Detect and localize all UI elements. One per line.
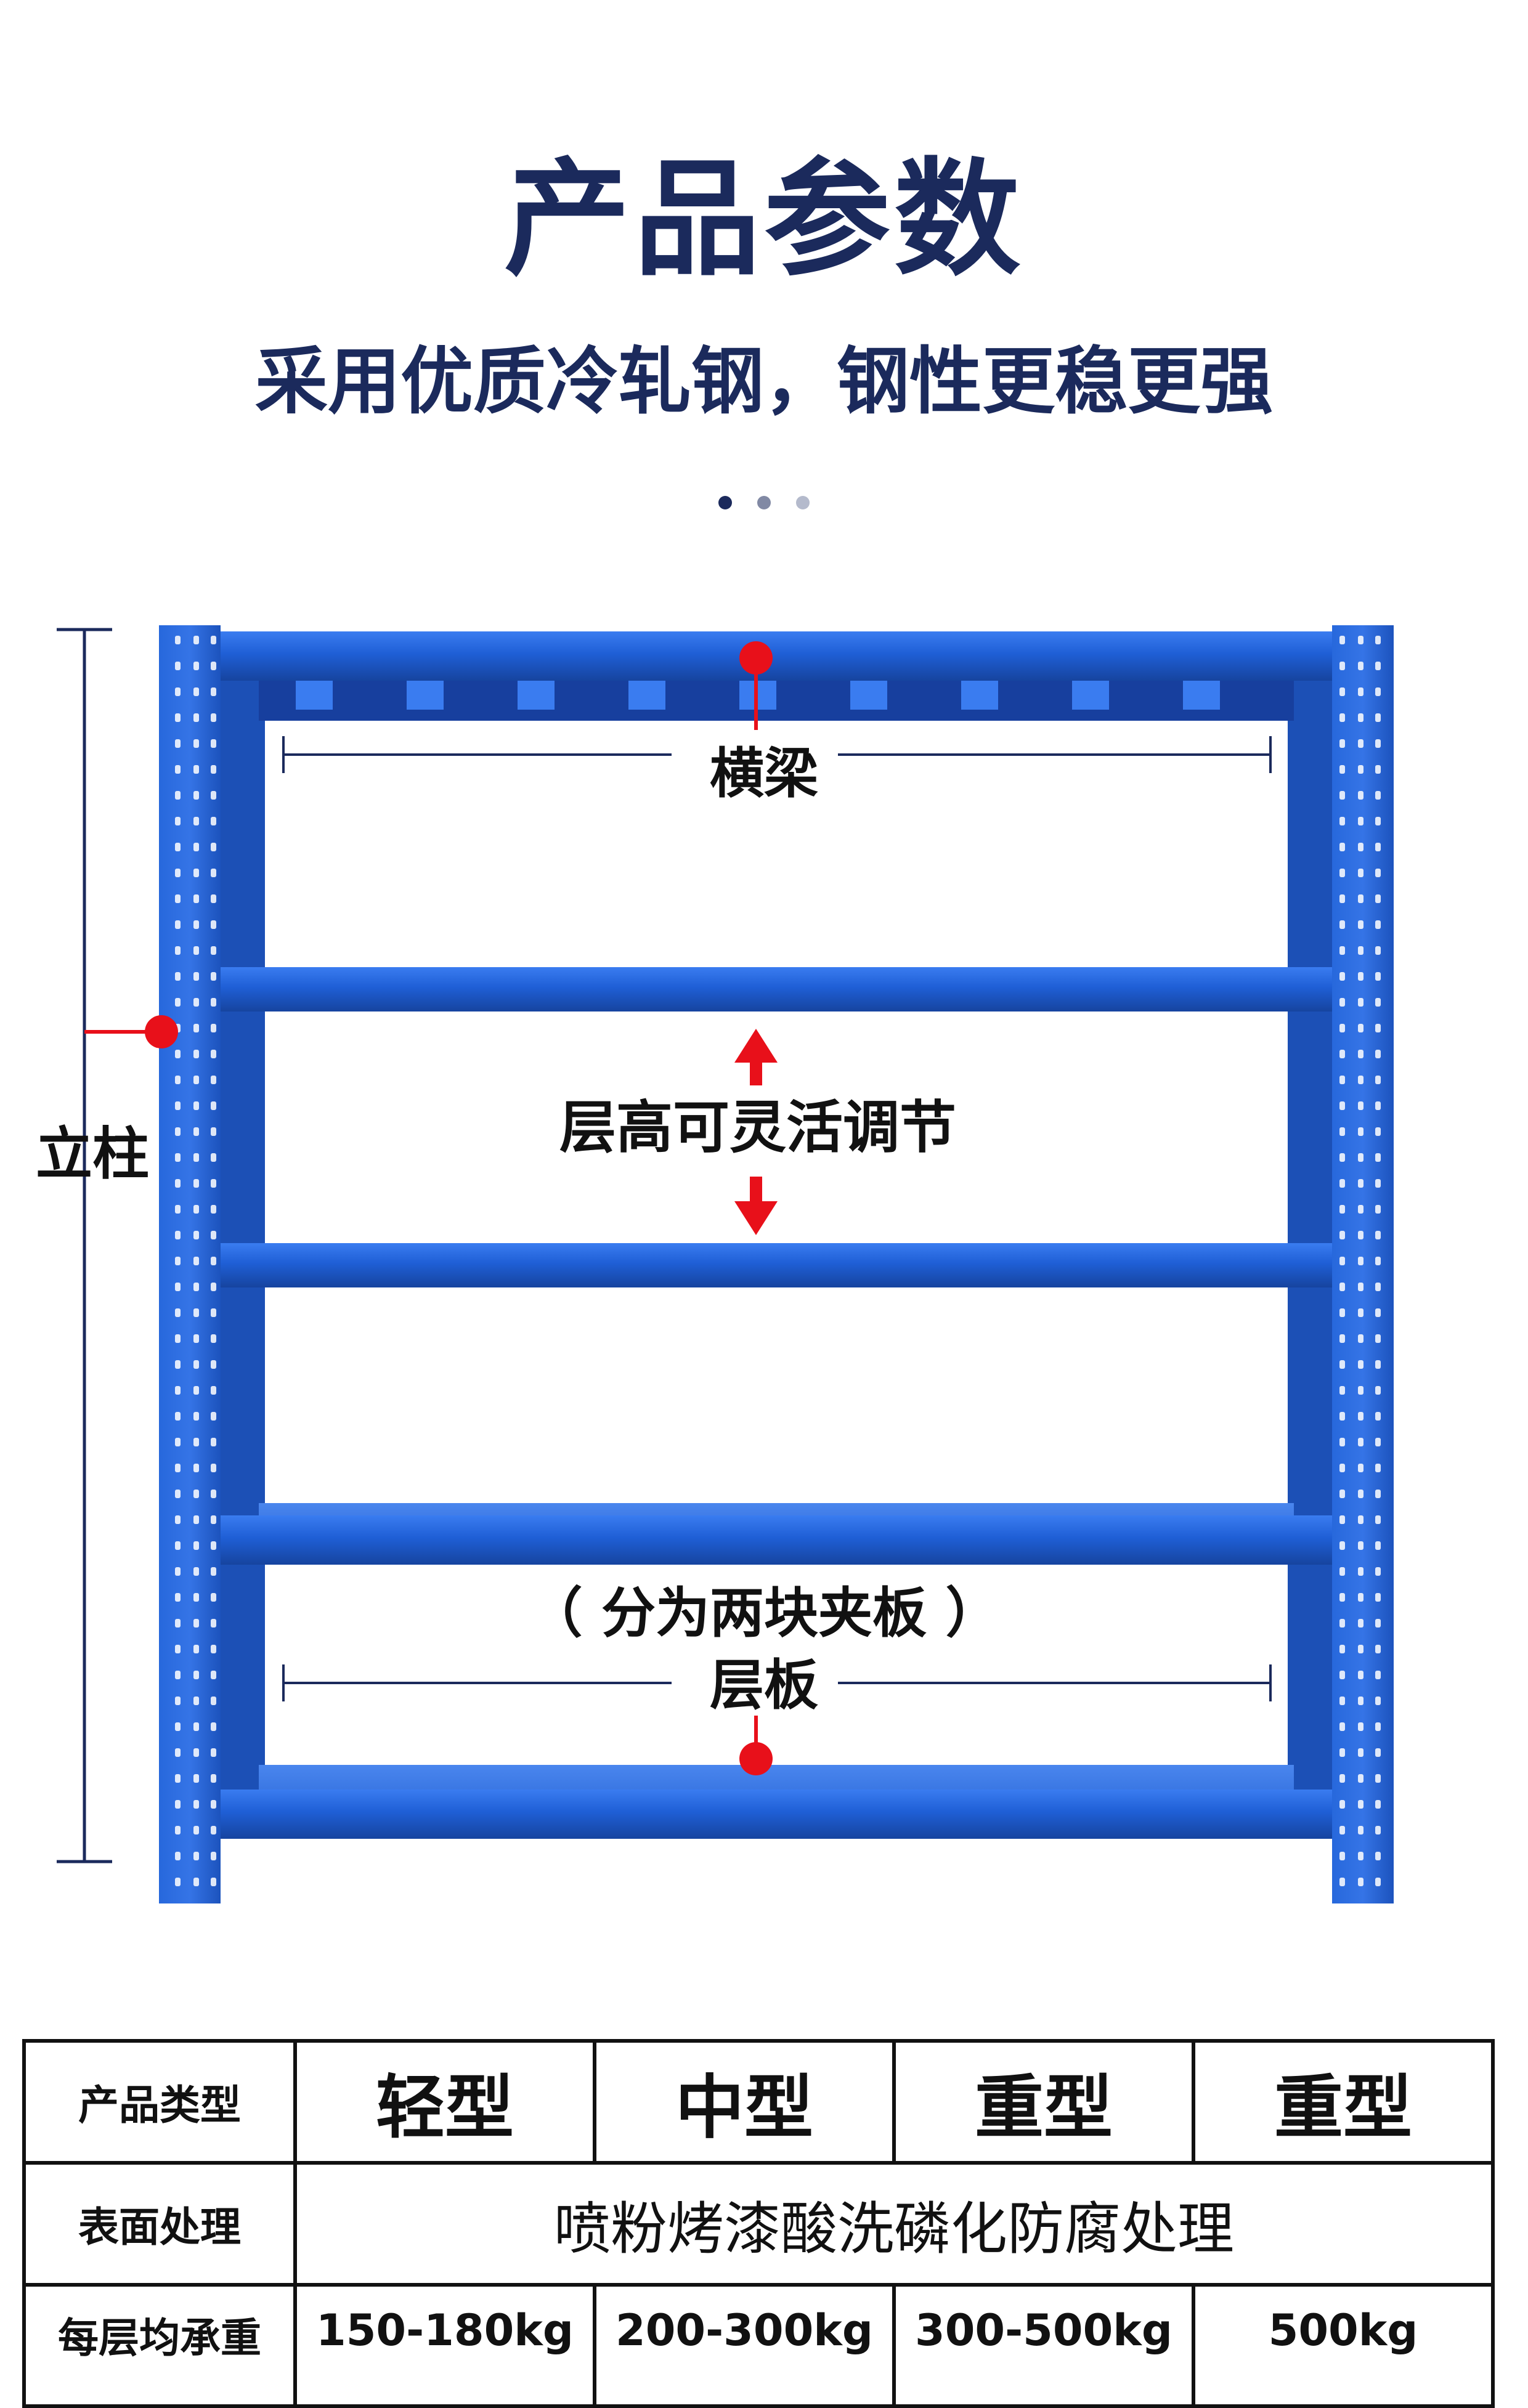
type-cell-heavy-1: 重型	[892, 2039, 1195, 2165]
type-cell-medium: 中型	[593, 2039, 896, 2165]
up-arrow-icon	[734, 1029, 778, 1085]
beam-3	[213, 1243, 1340, 1287]
page-title: 产品参数	[504, 147, 1024, 293]
spec-table: 产品类型 轻型 中型 重型 重型 表面处理 喷粉烤漆酸洗磷化防腐处理 每层均承重…	[22, 2039, 1495, 2408]
beam-1	[213, 631, 1340, 681]
post-marker	[84, 1015, 178, 1048]
shelf-rack-diagram	[57, 625, 1394, 1903]
beam-dimension-line	[282, 736, 1272, 773]
row-label-surface: 表面处理	[22, 2161, 297, 2287]
carousel-pager	[0, 496, 1528, 512]
type-cell-light: 轻型	[293, 2039, 596, 2165]
beam-5	[213, 1790, 1340, 1839]
adjust-height-label: 层高可灵活调节	[559, 1095, 956, 1161]
table-row: 表面处理 喷粉烤漆酸洗磷化防腐处理	[22, 2161, 1495, 2287]
surface-treatment-value: 喷粉烤漆酸洗磷化防腐处理	[293, 2161, 1495, 2287]
pager-dot-2[interactable]	[757, 496, 771, 509]
beam-2	[213, 967, 1340, 1011]
beam-marker	[739, 641, 773, 730]
load-cell-medium: 200-300kg	[593, 2283, 896, 2408]
load-cell-heavy-1: 300-500kg	[892, 2283, 1195, 2408]
pager-dot-1[interactable]	[718, 496, 732, 509]
load-cell-heavy-2: 500kg	[1192, 2283, 1495, 2408]
row-label-product-type: 产品类型	[22, 2039, 297, 2165]
post-label: 立柱	[35, 1121, 149, 1187]
shelf-dimension-line	[282, 1664, 1272, 1701]
page-subtitle: 采用优质冷轧钢，钢性更稳更强	[254, 339, 1273, 424]
front-left-post	[159, 625, 221, 1903]
post-dimension-line	[57, 628, 112, 1863]
load-cell-light: 150-180kg	[293, 2283, 596, 2408]
shelf-marker	[739, 1716, 773, 1775]
type-cell-heavy-2: 重型	[1192, 2039, 1495, 2165]
beam-4	[213, 1515, 1340, 1565]
pager-dot-3[interactable]	[796, 496, 810, 509]
front-right-post	[1332, 625, 1394, 1903]
table-row: 每层均承重 150-180kg 200-300kg 300-500kg 500k…	[22, 2283, 1495, 2408]
shelf-note-label: （ 分为两块夹板 ）	[528, 1581, 1000, 1645]
down-arrow-icon	[734, 1177, 778, 1235]
top-deck	[259, 678, 1294, 721]
shelf-label: 层板	[709, 1653, 818, 1717]
row-label-load: 每层均承重	[22, 2283, 297, 2408]
table-row: 产品类型 轻型 中型 重型 重型	[22, 2039, 1495, 2165]
beam-label: 横梁	[709, 742, 818, 805]
